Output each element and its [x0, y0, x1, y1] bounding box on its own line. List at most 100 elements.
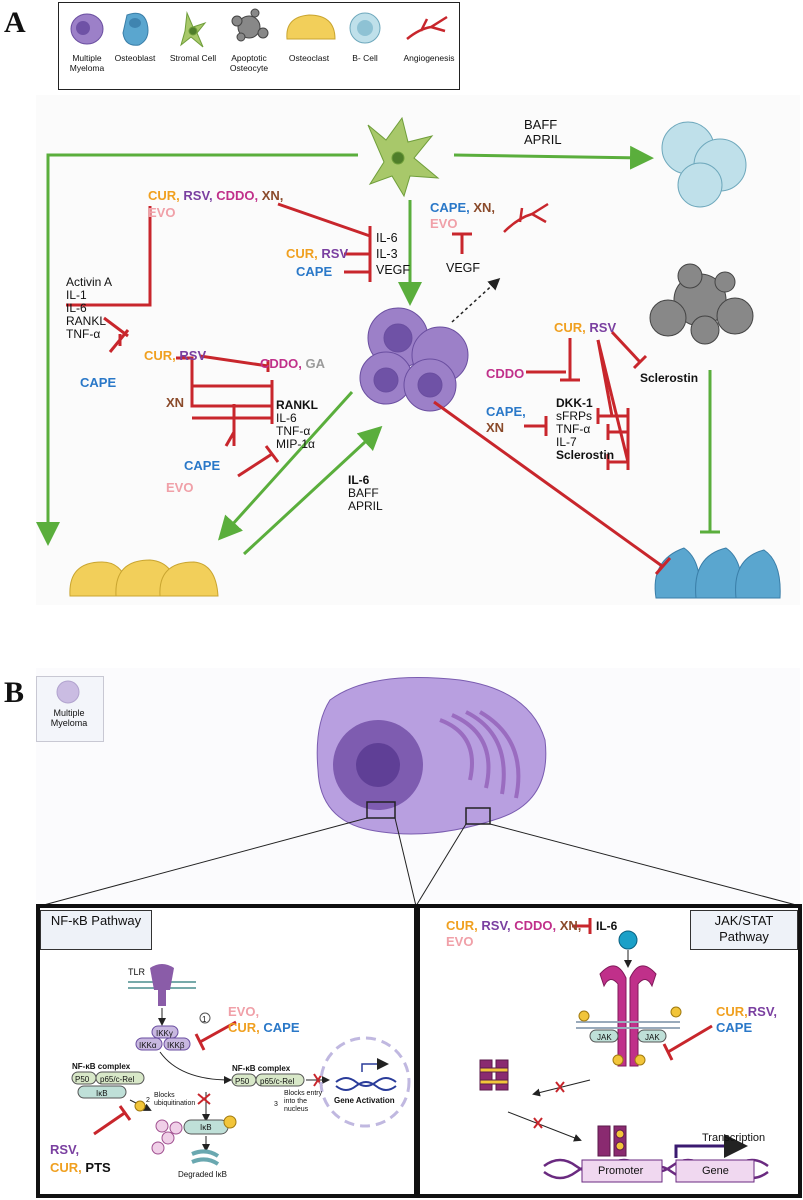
drugs-top-left: CUR, RSV, CDDO, XN,: [148, 188, 283, 203]
factor-il3: IL-3: [376, 247, 398, 261]
apoptotic-osteocyte-cluster: [649, 263, 754, 345]
jak-left: [589, 1029, 619, 1043]
left-factor-tnfa: TNF-α: [66, 327, 101, 341]
promoter-box: [581, 1159, 663, 1183]
stromal-cell-icon: [180, 11, 207, 48]
b-cell-cluster: [661, 121, 747, 208]
myeloma-large-cell: [316, 677, 547, 835]
drugs-angio: CAPE, XN,: [430, 200, 495, 215]
promoter-label: Promoter: [598, 1165, 644, 1177]
transcription-label: Transcription: [702, 1132, 766, 1144]
p50-label-1: P50: [75, 1075, 90, 1084]
gene-box: [675, 1159, 755, 1183]
factor-il6: IL-6: [376, 231, 398, 245]
b-cell-icon: [349, 12, 381, 44]
factor-vegf: VEGF: [376, 263, 411, 277]
drug-cddo-center: CDDO,: [260, 356, 302, 371]
jak-drug-rsv-2: RSV,: [747, 1004, 777, 1019]
vegf-angiogenesis-arrow: [451, 277, 501, 323]
degraded-ikb: [191, 1149, 220, 1166]
osteoclast-cluster: [69, 559, 219, 597]
ikk-beta: IKKβ: [167, 1041, 185, 1050]
inhibition-lines: [66, 202, 672, 575]
step3: 3: [274, 1101, 278, 1108]
nfkb-drug-cur: CUR,: [228, 1020, 260, 1035]
drugs-cddo-ga: CDDO, GA: [260, 356, 325, 371]
ob-factor-tnfa: TNF-α: [556, 422, 591, 436]
nfkb-complex-title-1: NF-κB complex: [72, 1062, 131, 1071]
stat-dna-bound: [597, 1125, 627, 1157]
jak-drug-cape: CAPE: [716, 1020, 753, 1035]
jak-drug-xn: XN,: [559, 918, 582, 933]
left-factor-rankl: RANKL: [66, 314, 107, 328]
stat-dimer: [479, 1059, 509, 1091]
nfkb-drug-pts: PTS: [85, 1160, 111, 1175]
mm-factor-april: APRIL: [348, 499, 383, 513]
drug-cur-right: CUR,: [554, 320, 586, 335]
drugs-mid-cur-rsv: CUR, RSV: [286, 246, 348, 261]
legend-label-osteoblast: Osteoblast: [114, 53, 156, 63]
nfkb-title: NF-κB Pathway: [40, 910, 152, 950]
drug-cape-left: CAPE: [80, 375, 117, 390]
legend-label-apoptotic: Apoptotic Osteocyte: [229, 53, 269, 73]
mm-legend-label: Multiple Myeloma: [50, 708, 88, 728]
april-label-top: APRIL: [524, 132, 562, 147]
drug-xn: XN,: [261, 188, 284, 203]
ikk-gamma: IKKγ: [156, 1029, 173, 1038]
drug-evo-angio: EVO: [430, 216, 458, 231]
jak-right: [637, 1029, 667, 1043]
left-factor-il1: IL-1: [66, 288, 87, 302]
blocks-ubiquitination: Blocks ubiquitination: [154, 1092, 196, 1107]
angiogenesis-icon: [406, 15, 448, 40]
factor-mip-oc: MIP-1α: [276, 437, 315, 451]
nfkb-drug-cape: CAPE: [263, 1020, 300, 1035]
legend-label-angiogenesis: Angiogenesis: [403, 53, 455, 63]
gene-activation: Gene Activation: [334, 1096, 395, 1105]
gene-label: Gene: [702, 1165, 729, 1177]
inhibit-ikk: [199, 1020, 237, 1044]
nfkb-complex-1: [71, 1071, 145, 1099]
osteoclast-icon: [286, 14, 336, 40]
gp130-receptor: [599, 965, 657, 1067]
factor-rankl-oc: RANKL: [276, 398, 318, 412]
nfkb-drugs-2: CUR, PTS: [50, 1160, 111, 1175]
drug-cddo-right: CDDO: [486, 366, 525, 381]
left-factor-activin: Activin A: [66, 275, 113, 289]
myeloma-cell-cluster: [359, 307, 469, 412]
nucleus: [319, 1036, 411, 1128]
drug-cape-right: CAPE,: [486, 404, 526, 419]
drug-rsv-right: RSV: [589, 320, 617, 335]
legend-box: Multiple Myeloma Osteoblast Stromal Cell…: [58, 2, 460, 90]
baff-label-top: BAFF: [524, 117, 558, 132]
ikk-alpha: IKKα: [139, 1041, 157, 1050]
p65-label-1: p65/c-Rel: [100, 1075, 135, 1084]
jak-label-right: JAK: [645, 1033, 660, 1042]
drugs-right-cur-rsv: CUR, RSV: [554, 320, 616, 335]
ikb-label-2: IκB: [200, 1123, 212, 1132]
jak-drug-rsv: RSV,: [481, 918, 511, 933]
zoom-lines: [39, 817, 801, 907]
mm-factor-il6: IL-6: [348, 473, 370, 487]
angiogenesis-vessel: [503, 202, 549, 233]
nfkb-box: [36, 904, 418, 1198]
jak-drugs-il6: CUR, RSV, CDDO, XN,: [446, 918, 581, 933]
jak-drug-cddo: CDDO,: [514, 918, 557, 933]
p50-label-2: P50: [235, 1077, 250, 1086]
drug-rsv-mid: RSV: [321, 246, 349, 261]
nfkb-drug-cur-2: CUR,: [50, 1160, 82, 1175]
drugs-cur-rsv-center: CUR, RSV: [144, 348, 206, 363]
nfkb-drug-rsv: RSV,: [50, 1142, 80, 1157]
jak-drug-cur: CUR,: [446, 918, 478, 933]
drug-cape-angio: CAPE,: [430, 200, 470, 215]
tlr-label: TLR: [128, 967, 146, 977]
panel-a-label: A: [4, 6, 26, 39]
nfkb-complex-title-2: NF-κB complex: [232, 1064, 291, 1073]
drug-evo-lower: EVO: [166, 480, 194, 495]
ob-factor-sfrps: sFRPs: [556, 409, 592, 423]
drug-evo-top: EVO: [148, 205, 176, 220]
drug-ga: GA: [305, 356, 326, 371]
stromal-cell-cluster: [367, 116, 440, 198]
drug-cur-mid: CUR,: [286, 246, 318, 261]
ob-factor-dkk1: DKK-1: [556, 396, 593, 410]
blocks-entry: Blocks entry into the nucleus: [284, 1090, 323, 1113]
